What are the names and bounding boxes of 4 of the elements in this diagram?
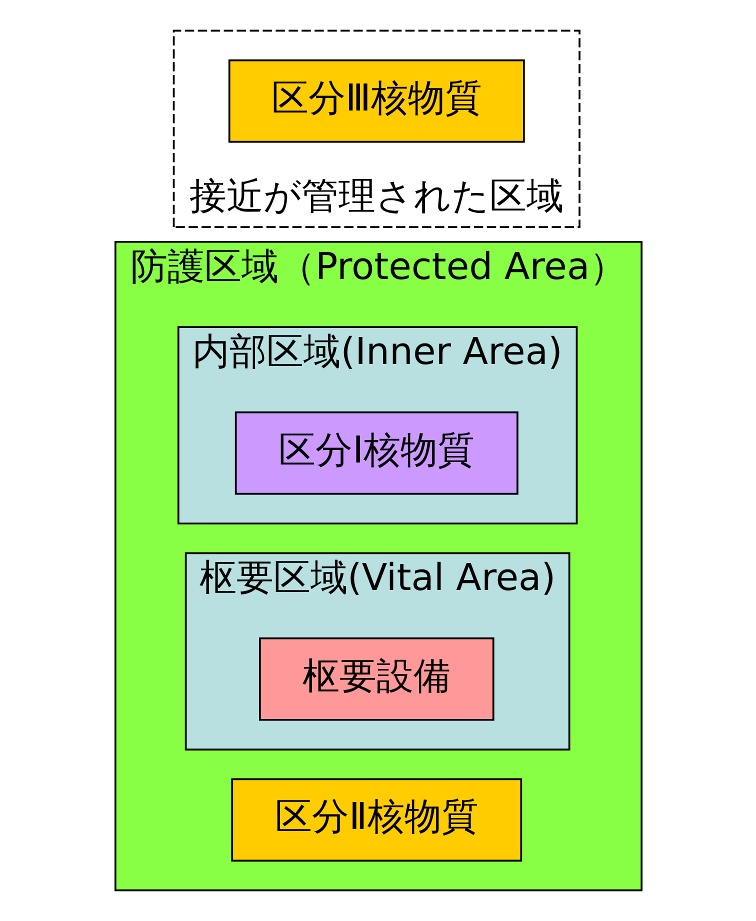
node-box: 区分Ⅰ核物質 xyxy=(234,411,518,495)
node-box: 区分Ⅲ核物質 xyxy=(228,59,524,143)
node-box: 枢要設備 xyxy=(258,637,494,721)
node-box: 区分Ⅱ核物質 xyxy=(230,778,522,862)
